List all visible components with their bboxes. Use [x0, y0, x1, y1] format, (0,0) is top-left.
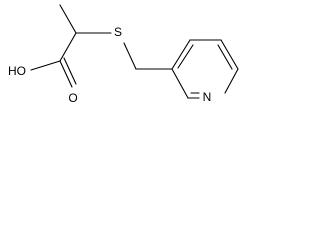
bond-alpha-carbon-carboxyl-carbon — [59, 32, 77, 62]
bond-carbonyl-double-1 — [59, 60, 73, 88]
hydroxyl-label: HO — [8, 64, 26, 78]
ring-bond-c2-c3 — [171, 68, 189, 99]
sulfur-label: S — [114, 25, 122, 39]
bond-carboxyl-carbon-hydroxyl — [30, 60, 61, 71]
bond-sulfur-methylene — [123, 42, 137, 70]
bond-carbonyl-double-2 — [63, 57, 77, 85]
ring-bond-c3-c4 — [171, 39, 191, 70]
ring-nitrogen-label: N — [203, 90, 212, 104]
chemical-structure-diagram: HO O S N — [8, 4, 239, 105]
ring-bond-c5-c6-inner — [217, 44, 233, 70]
ring-bond-c3-c4-inner — [177, 44, 194, 69]
ring-bond-c5-c6 — [220, 39, 239, 70]
carbonyl-oxygen-label: O — [68, 91, 77, 105]
ring-bond-c6-n — [224, 68, 239, 94]
bond-methyl-alpha-carbon — [59, 4, 77, 34]
